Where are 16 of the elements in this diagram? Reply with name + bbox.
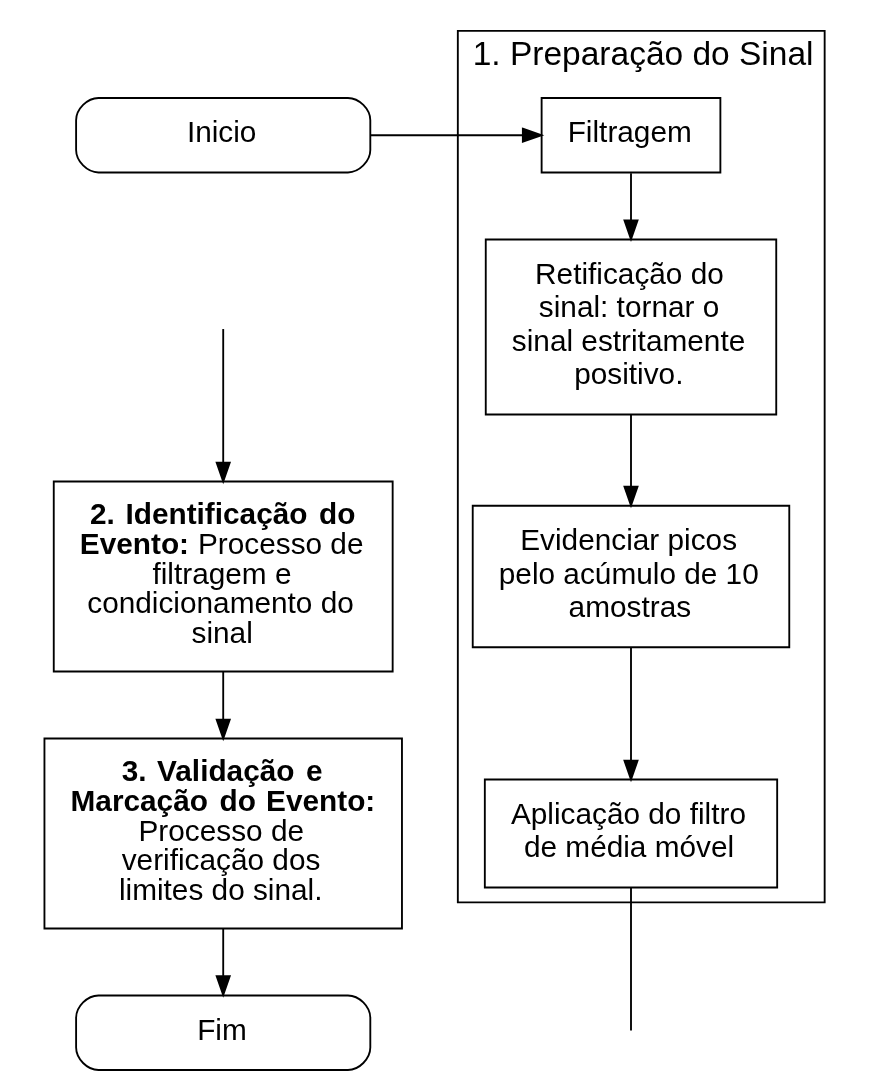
arrow <box>214 671 231 742</box>
node-box: 3. Validação e Marcação do Evento: Processo de verificação dos limites do sinal. <box>43 737 403 930</box>
arrow <box>622 413 639 509</box>
node-box: Fim <box>74 994 371 1071</box>
node-box: Retificação do sinal: tornar o sinal estritamente positivo. <box>484 238 777 416</box>
node-box: Inicio <box>74 97 371 174</box>
connector <box>629 886 632 1032</box>
node-box: Evidenciar picos pelo acúmulo de 10 amostras <box>471 504 790 649</box>
arrow <box>214 927 231 998</box>
node-box: Aplicação do filtro de média móvel <box>483 778 778 889</box>
arrow <box>622 646 639 783</box>
arrow <box>214 328 231 485</box>
arrow <box>369 127 544 144</box>
arrow <box>622 172 639 242</box>
node-box: Filtragem <box>540 97 721 174</box>
node-box: 2. Identificação do Evento: Processo de filtragem e condicionamento do sinal <box>52 480 394 673</box>
